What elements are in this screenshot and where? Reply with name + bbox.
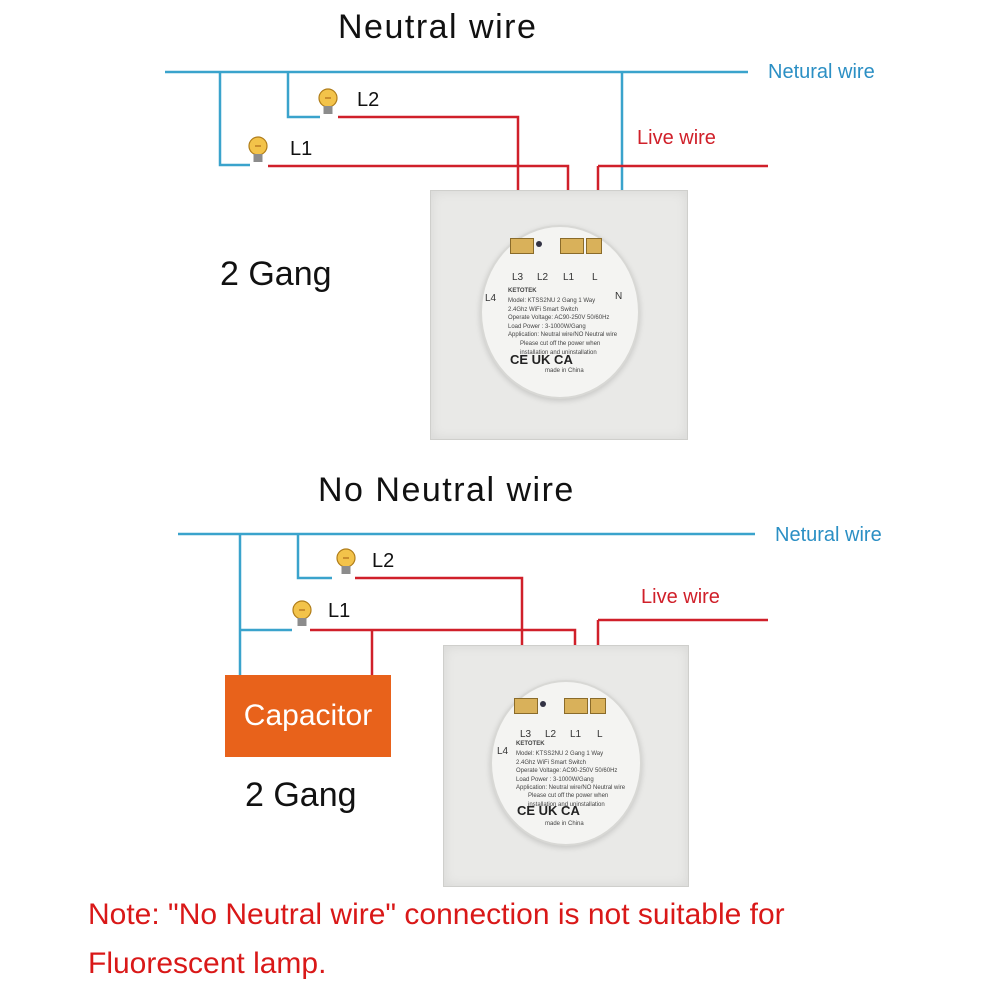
top-terminal-l4: L4 xyxy=(485,293,497,304)
top-info-line: Application: Neutral wire/NO Neutral wir… xyxy=(508,332,618,338)
bottom-terminal-l3: L3 xyxy=(520,729,532,740)
bottom-terminal-block xyxy=(512,698,612,714)
note-line-1: Note: "No Neutral wire" connection is no… xyxy=(88,898,785,931)
top-info: Model: KTSS2NU 2 Gang 1 Way 2.4Ghz WiFi … xyxy=(508,297,617,340)
top-terminal-n: N xyxy=(615,291,623,302)
bottom-terminal-l4: L4 xyxy=(497,746,509,757)
top-title: Neutral wire xyxy=(338,8,538,46)
bottom-terminal-l2: L2 xyxy=(545,729,557,740)
note-line-2: Fluorescent lamp. xyxy=(88,947,327,980)
bottom-made-in: made in China xyxy=(545,821,584,827)
bottom-terminal-l: L xyxy=(597,729,603,740)
bottom-neutral-label: Netural wire xyxy=(775,524,882,546)
bottom-info-line: Operate Voltage: AC90-250V 50/60Hz xyxy=(516,768,618,774)
bottom-lamp-l2-label: L2 xyxy=(372,550,395,572)
top-lamp-l2 xyxy=(318,88,338,114)
top-terminal-l3: L3 xyxy=(512,272,524,283)
bottom-info-line: Model: KTSS2NU 2 Gang 1 Way xyxy=(516,751,604,757)
top-neutral-label: Netural wire xyxy=(768,61,875,83)
top-info-line: 2.4Ghz WiFi Smart Switch xyxy=(508,306,579,313)
bottom-neutral-wires xyxy=(178,532,755,675)
bottom-info-line: 2.4Ghz WiFi Smart Switch xyxy=(516,759,587,766)
bottom-info: Model: KTSS2NU 2 Gang 1 Way 2.4Ghz WiFi … xyxy=(516,750,625,793)
top-lamp-l2-label: L2 xyxy=(357,89,380,111)
top-lamp-l1-label: L1 xyxy=(290,138,313,160)
bottom-info-line: Application: Neutral wire/NO Neutral wir… xyxy=(516,785,626,791)
top-switch-module xyxy=(480,225,640,399)
top-brand: KETOTEK xyxy=(508,288,537,294)
bottom-title: No Neutral wire xyxy=(318,471,575,509)
top-made-in: made in China xyxy=(545,368,584,374)
bottom-brand: KETOTEK xyxy=(516,741,545,747)
top-gang-label: 2 Gang xyxy=(220,255,332,293)
top-cert-marks: CE UK CA xyxy=(510,352,573,367)
bottom-lamp-l2 xyxy=(336,548,356,574)
top-terminal-block xyxy=(508,238,608,254)
bottom-live-label: Live wire xyxy=(641,586,720,608)
bottom-info-line: Load Power : 3-1000W/Gang xyxy=(516,776,594,783)
bottom-terminal-l1: L1 xyxy=(570,729,582,740)
top-lamp-l1 xyxy=(248,136,268,162)
top-warning: Please cut off the power when installati… xyxy=(520,341,601,356)
bottom-warning: Please cut off the power when installati… xyxy=(528,793,609,808)
top-info-line: Load Power : 3-1000W/Gang xyxy=(508,323,586,330)
top-info-line: Operate Voltage: AC90-250V 50/60Hz xyxy=(508,315,610,321)
bottom-lamp-l1-label: L1 xyxy=(328,600,351,622)
bottom-cert-marks: CE UK CA xyxy=(517,803,580,818)
bottom-gang-label: 2 Gang xyxy=(245,776,357,814)
top-info-line: Model: KTSS2NU 2 Gang 1 Way xyxy=(508,298,596,304)
bottom-lamp-l1 xyxy=(292,600,312,626)
top-terminal-l1: L1 xyxy=(563,272,575,283)
top-terminal-l: L xyxy=(592,272,598,283)
top-terminal-l2: L2 xyxy=(537,272,549,283)
top-live-label: Live wire xyxy=(637,127,716,149)
capacitor-box: Capacitor xyxy=(225,675,391,757)
